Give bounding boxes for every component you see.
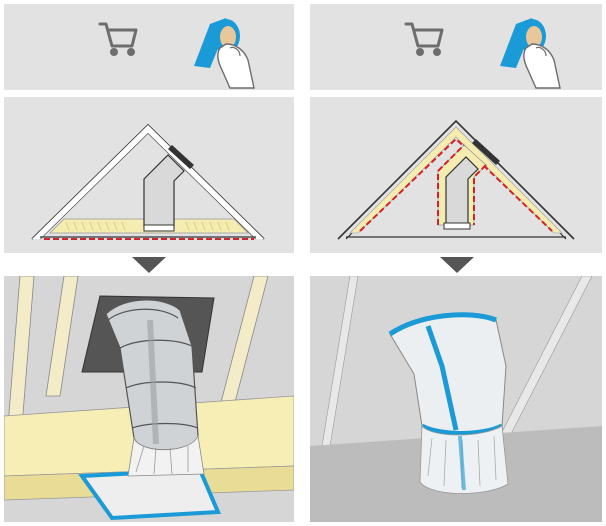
down-arrow-icon [440, 257, 474, 273]
detail-panel-left [4, 276, 294, 522]
detail-panel-right [310, 276, 602, 522]
column-left [4, 0, 300, 526]
section-panel-left [4, 97, 294, 253]
shopping-cart-icon [404, 22, 444, 56]
tape-roll-in-hand-icon [194, 18, 255, 89]
column-right [310, 0, 606, 526]
down-arrow-icon [132, 257, 166, 273]
icon-panel-left [4, 4, 294, 90]
shopping-cart-icon [98, 22, 138, 56]
icon-panel-right [310, 4, 602, 90]
tape-roll-in-hand-icon [500, 18, 561, 89]
section-panel-right [310, 97, 602, 253]
